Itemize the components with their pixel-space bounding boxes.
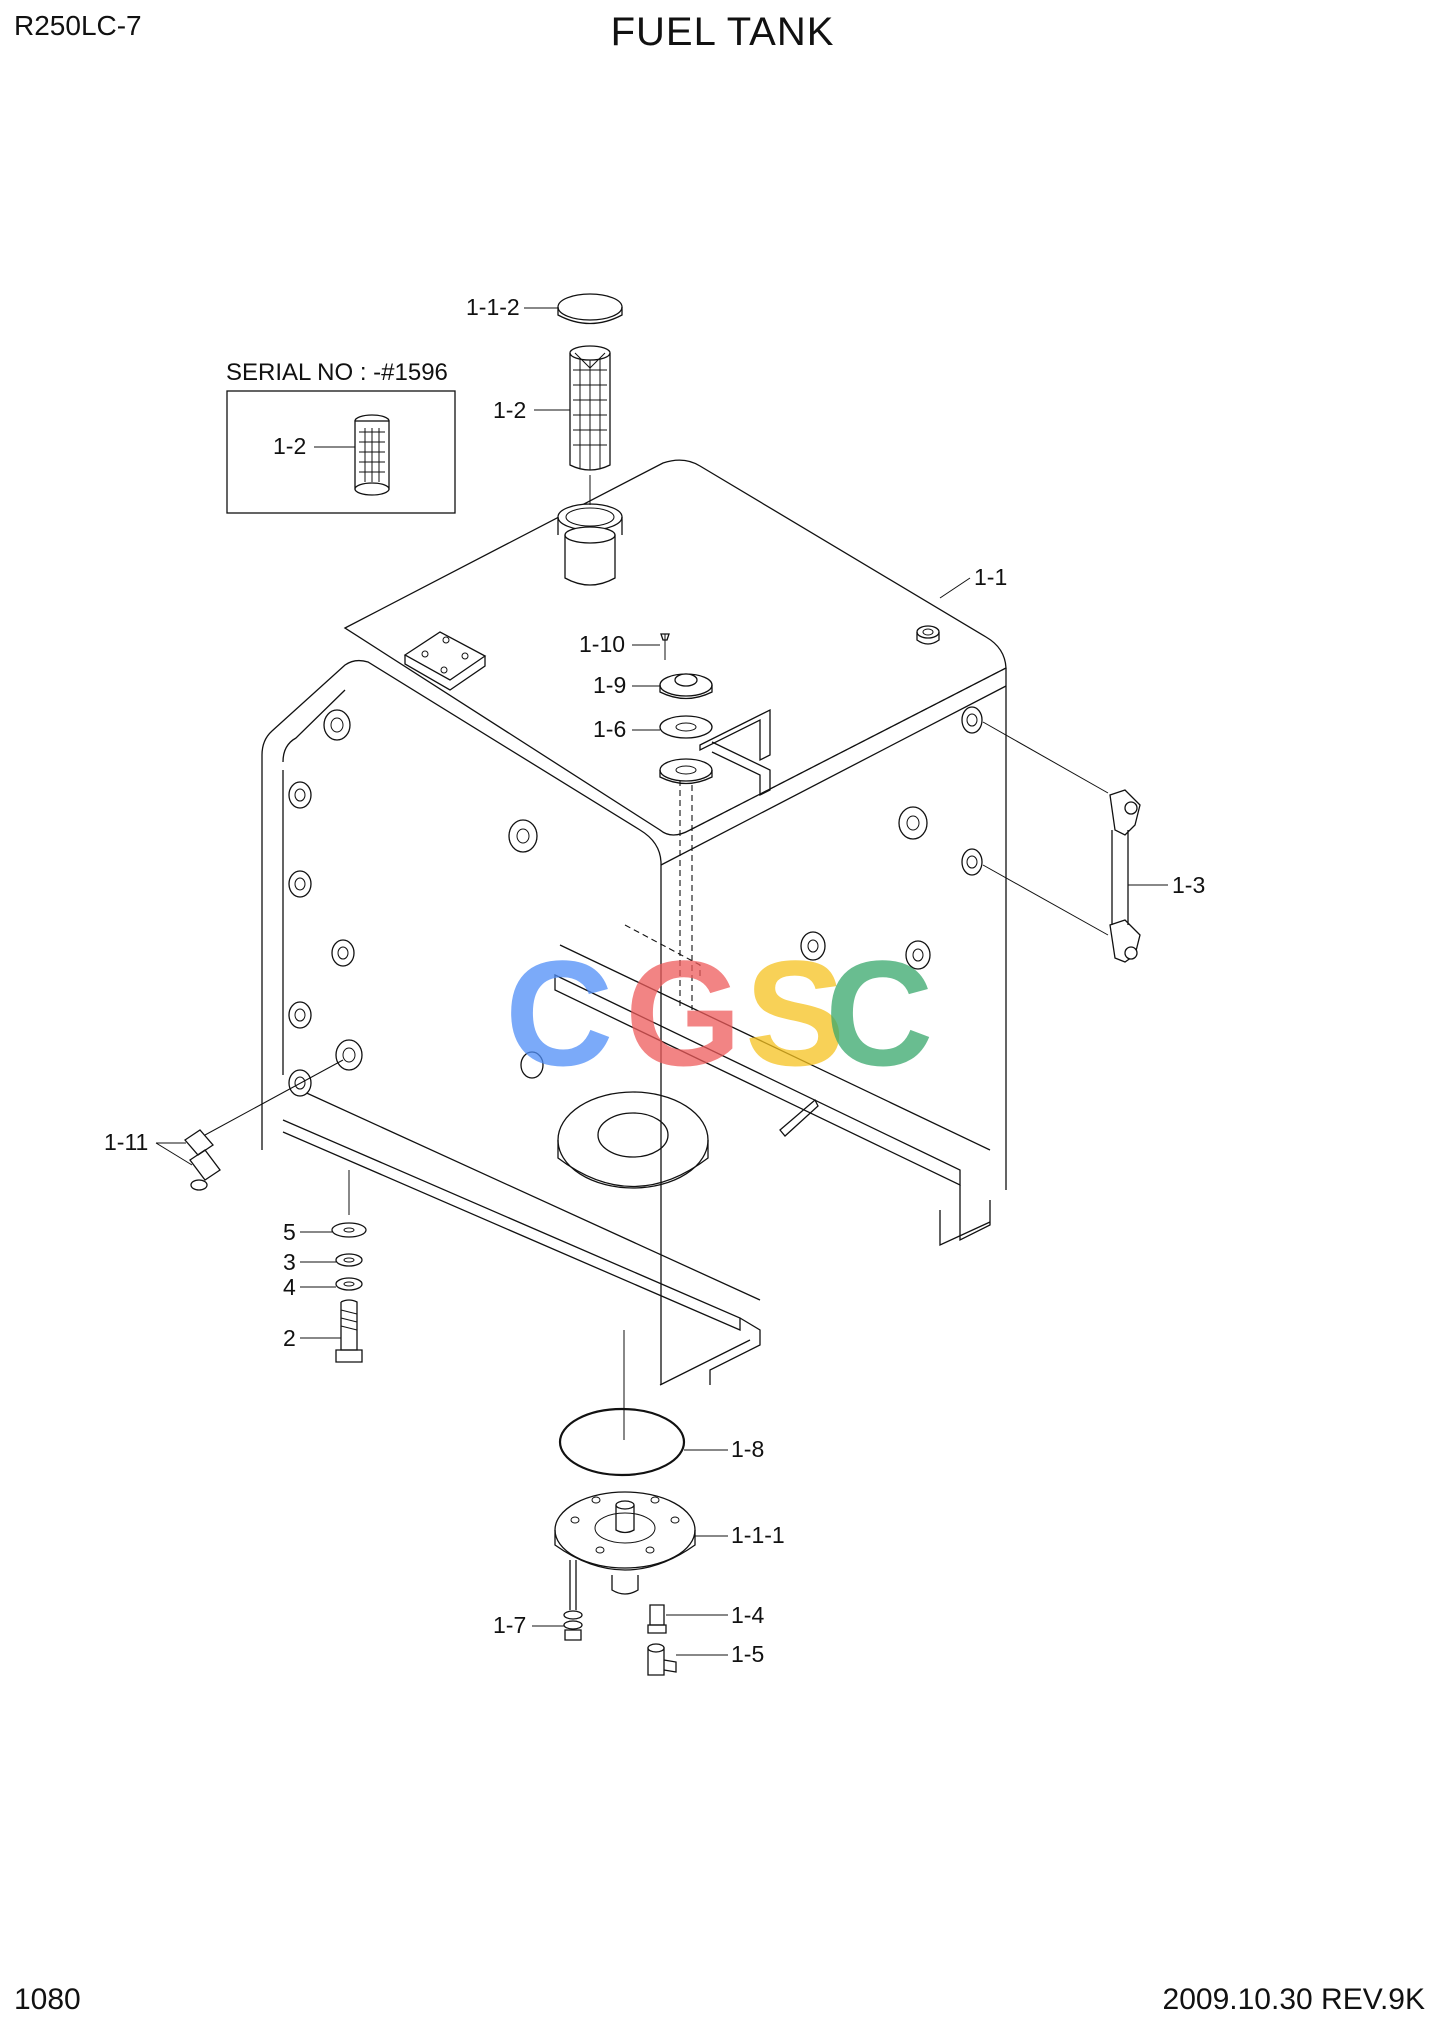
revision-date: 2009.10.30 REV.9K <box>1162 1983 1425 2016</box>
svg-text:1-11: 1-11 <box>104 1129 148 1155</box>
tank-body <box>261 459 1007 1386</box>
callout-1-1-2: 1-1-2 <box>466 294 558 320</box>
callout-1-4: 1-4 <box>666 1602 764 1628</box>
serial-inset: SERIAL NO : -#1596 1-2 <box>226 359 456 514</box>
svg-text:1-6: 1-6 <box>593 716 626 742</box>
callout-3: 3 <box>283 1249 336 1275</box>
sender-flange-stack <box>659 633 771 797</box>
watermark-letter-4: C <box>825 929 933 1097</box>
svg-text:1-1: 1-1 <box>974 564 1007 590</box>
svg-text:1-3: 1-3 <box>1172 872 1205 898</box>
watermark-letter-3: S <box>745 929 845 1097</box>
inset-strainer-part <box>354 414 390 496</box>
svg-text:3: 3 <box>283 1249 296 1275</box>
callout-1-5: 1-5 <box>676 1641 764 1667</box>
callout-5: 5 <box>283 1219 332 1245</box>
callout-1-2: 1-2 <box>493 397 570 423</box>
watermark-letter-2: G <box>625 929 742 1097</box>
inset-frame <box>226 390 456 514</box>
filler-neck <box>557 503 623 586</box>
o-ring-part <box>558 1330 686 1477</box>
fitting-1-4 <box>647 1604 667 1634</box>
callout-4: 4 <box>283 1274 336 1300</box>
drain-plugs-part <box>184 1059 344 1191</box>
callout-1-3: 1-3 <box>1128 872 1205 898</box>
model-number: R250LC-7 <box>14 10 142 41</box>
svg-text:1-1-2: 1-1-2 <box>466 294 520 320</box>
level-gauge-part <box>982 721 1141 963</box>
svg-text:1-5: 1-5 <box>731 1641 764 1667</box>
svg-text:5: 5 <box>283 1219 296 1245</box>
watermark-letter-1: C <box>505 929 613 1097</box>
strainer-part <box>569 345 611 505</box>
watermark-logo: C G S C <box>505 929 933 1097</box>
callout-2: 2 <box>283 1325 341 1351</box>
callout-1-11: 1-11 <box>104 1129 193 1166</box>
inset-callout-1-2: 1-2 <box>273 433 306 459</box>
callout-1-6: 1-6 <box>593 716 660 742</box>
svg-text:1-4: 1-4 <box>731 1602 764 1628</box>
bottom-flange-part <box>554 1491 696 1595</box>
svg-text:1-9: 1-9 <box>593 672 626 698</box>
svg-text:1-10: 1-10 <box>579 631 625 657</box>
callout-1-8: 1-8 <box>684 1436 764 1462</box>
svg-text:1-2: 1-2 <box>493 397 526 423</box>
svg-text:2: 2 <box>283 1325 296 1351</box>
svg-text:1-7: 1-7 <box>493 1612 526 1638</box>
callout-1-1-1: 1-1-1 <box>695 1522 785 1548</box>
flange-bolt-1-7 <box>563 1560 583 1641</box>
page-number: 1080 <box>14 1983 81 2016</box>
filler-cap-part <box>557 293 623 325</box>
inset-serial-label: SERIAL NO : -#1596 <box>226 359 448 386</box>
callout-1-10: 1-10 <box>579 631 660 657</box>
svg-text:1-8: 1-8 <box>731 1436 764 1462</box>
mount-hardware <box>331 1170 367 1363</box>
page-title: FUEL TANK <box>610 10 835 54</box>
svg-text:1-1-1: 1-1-1 <box>731 1522 785 1548</box>
svg-text:4: 4 <box>283 1274 296 1300</box>
callout-1-9: 1-9 <box>593 672 660 698</box>
callout-1-1: 1-1 <box>939 564 1007 599</box>
drain-cock-1-5 <box>647 1643 677 1676</box>
callout-1-7: 1-7 <box>493 1612 564 1638</box>
